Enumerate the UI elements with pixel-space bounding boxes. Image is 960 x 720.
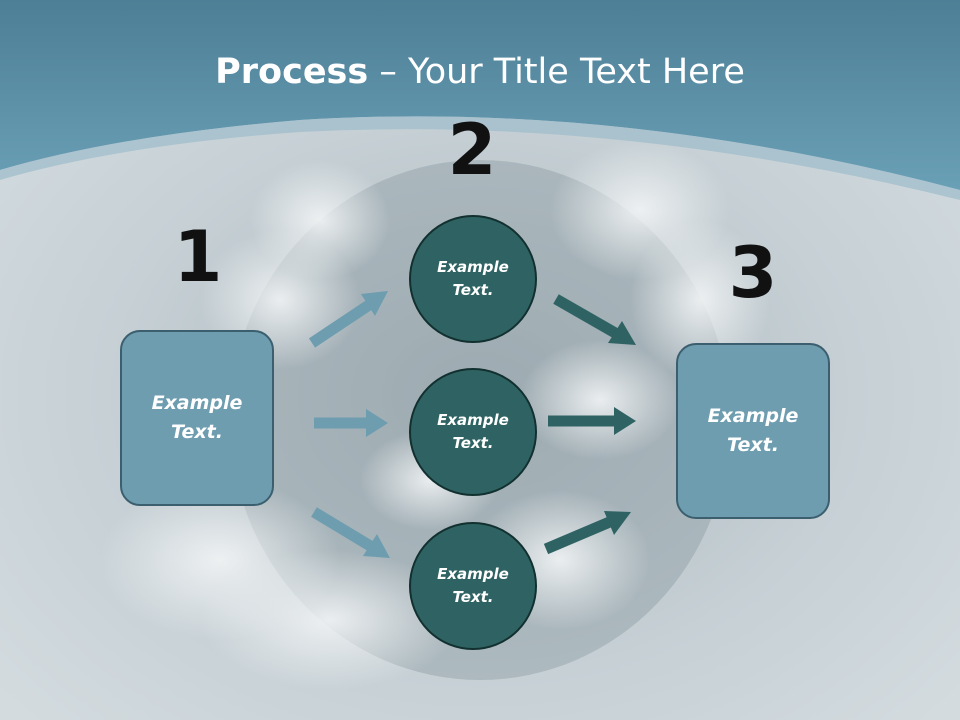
circle-top: Example Text.: [409, 215, 537, 343]
step-number-2: 2: [447, 109, 497, 191]
circle-top-label: Example Text.: [437, 258, 509, 299]
header-band: [0, 0, 960, 190]
circle-middle: Example Text.: [409, 368, 537, 496]
title-rest: – Your Title Text Here: [368, 52, 745, 92]
step-number-3: 3: [728, 232, 778, 314]
arrow-left-to-top: [308, 291, 388, 348]
left-box-label: Example Text.: [151, 392, 243, 443]
arrow-middle-to-right: [548, 407, 636, 435]
left-box: Example Text.: [120, 330, 274, 506]
arrow-left-to-middle: [314, 409, 388, 437]
arrow-bottom-to-right: [543, 511, 631, 555]
circle-middle-label: Example Text.: [437, 411, 509, 452]
step-number-1: 1: [173, 216, 223, 298]
circle-bottom-label: Example Text.: [437, 565, 509, 606]
arrow-left-to-bottom: [311, 507, 390, 558]
arrow-top-to-right: [553, 294, 636, 345]
right-box-label: Example Text.: [707, 405, 799, 456]
page-title: Process – Your Title Text Here: [0, 52, 960, 92]
circle-bottom: Example Text.: [409, 522, 537, 650]
title-bold: Process: [215, 52, 369, 92]
right-box: Example Text.: [676, 343, 830, 519]
header-highlight: [0, 116, 960, 200]
